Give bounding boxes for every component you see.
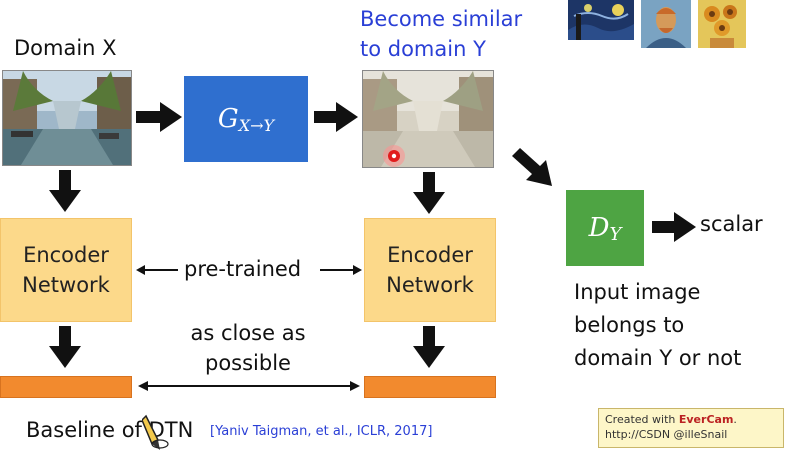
evercam-watermark: Created with EverCam. http://CSDN @illeS… — [598, 408, 784, 448]
arrow-right-icon — [136, 102, 182, 132]
arrow-down-icon — [49, 170, 81, 212]
discriminator-main: D — [588, 213, 610, 243]
input-line1: Input image — [574, 280, 701, 304]
scalar-label: scalar — [700, 212, 763, 236]
generator-main: G — [217, 104, 239, 134]
pretrained-label: pre-trained — [184, 257, 302, 281]
sunflowers-thumbnail — [698, 0, 746, 48]
arrow-right-icon — [314, 102, 358, 132]
encoder-network-right: Encoder Network — [364, 218, 496, 322]
encoder-left-line2: Network — [22, 273, 110, 297]
pencil-cursor-icon — [142, 414, 169, 450]
starry-night-thumbnail — [568, 0, 634, 40]
arrow-right-icon — [320, 265, 362, 275]
encoder-right-line2: Network — [386, 273, 474, 297]
double-arrow-icon — [138, 381, 360, 391]
close-line1: as close as — [190, 321, 306, 345]
encoder-left-line1: Encoder — [23, 243, 109, 267]
encoder-network-left: Encoder Network — [0, 218, 132, 322]
input-line3: domain Y or not — [574, 346, 742, 370]
feature-bar-left — [0, 376, 132, 398]
citation-label: [Yaniv Taigman, et al., ICLR, 2017] — [210, 424, 433, 439]
discriminator-description: Input image belongs to domain Y or not — [574, 276, 741, 375]
cursor-dot-icon — [383, 145, 405, 167]
watermark-suffix: . — [733, 413, 737, 426]
watermark-prefix: Created with — [605, 413, 679, 426]
domain-x-label: Domain X — [14, 36, 117, 60]
arrow-left-icon — [136, 265, 178, 275]
discriminator-sub: Y — [609, 223, 622, 245]
as-close-as-possible-label: as close as possible — [150, 318, 346, 378]
self-portrait-thumbnail — [641, 0, 691, 48]
become-similar-label: Become similar to domain Y — [360, 4, 522, 64]
baseline-label: Baseline of DTN — [26, 418, 194, 442]
watermark-brand: EverCam — [678, 413, 734, 426]
feature-bar-right — [364, 376, 496, 398]
become-similar-line1: Become similar — [360, 7, 523, 31]
generator-sub: X→Y — [238, 115, 275, 135]
encoder-right-line1: Encoder — [387, 243, 473, 267]
arrow-down-icon — [49, 326, 81, 368]
arrow-diagonal-icon — [512, 148, 552, 186]
domain-x-photo — [2, 70, 132, 166]
watermark-line2: http://CSDN @illeSnail — [605, 428, 728, 441]
arrow-down-icon — [413, 172, 445, 214]
become-similar-line2: to domain Y — [360, 37, 486, 61]
close-line2: possible — [205, 351, 291, 375]
arrow-right-icon — [652, 212, 696, 242]
input-line2: belongs to — [574, 313, 685, 337]
arrow-down-icon — [413, 326, 445, 368]
